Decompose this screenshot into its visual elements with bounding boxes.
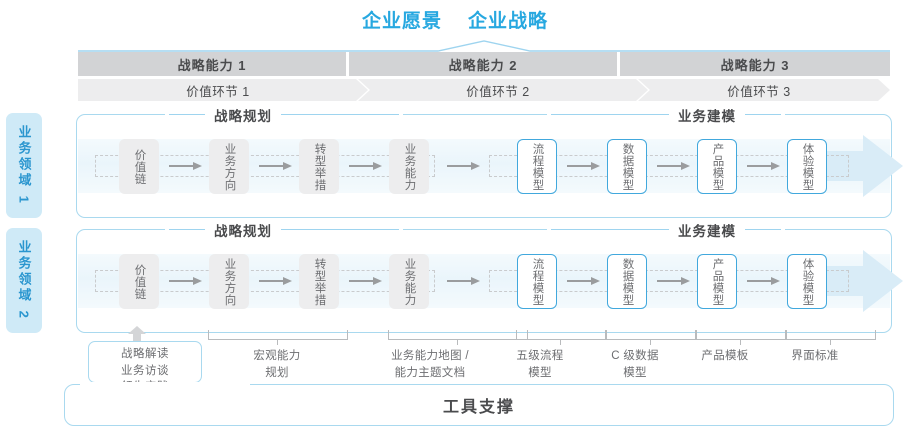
lane-1-section-modeling-label: 业务建模 [678, 108, 736, 124]
domain-label-1: 业务领域 1 [6, 113, 42, 218]
tool-feed-up-arrow-icon [128, 326, 146, 342]
lane-1-arrow-4-icon [567, 162, 601, 170]
tool-label-macro-capability: 宏观能力规划 [253, 350, 301, 379]
lane-2-arrow-3-icon [349, 277, 383, 285]
brace-process-model [516, 330, 606, 345]
lane-2-step-product-model[interactable]: 产品模型 [697, 254, 737, 309]
lane-2-step-value-chain-label: 价值链 [133, 263, 146, 300]
lane-2-step-experience-model-label: 体验模型 [801, 257, 814, 306]
value-chain-2-label: 价值环节 2 [466, 84, 530, 99]
capability-bars: 战略能力 1 战略能力 2 战略能力 3 [78, 52, 890, 76]
brace-macro-capability [208, 330, 348, 345]
tool-label-strategy-interpretation[interactable]: 战略解读业务访谈领先实践 [88, 341, 202, 393]
lane-1-track-modeling [489, 155, 849, 177]
tool-support-label: 工具支撑 [442, 399, 515, 416]
lane-domain-2: 价值链 业务方向 转型举措 业务能力 流程模型 数据模型 产品模型 体验模型 战… [76, 221, 903, 333]
lane-1-section-planning-label: 战略规划 [214, 108, 272, 124]
lane-1-step-business-capability[interactable]: 业务能力 [389, 139, 429, 194]
lane-2-step-value-chain[interactable]: 价值链 [119, 254, 159, 309]
lane-1-section-planning: 战略规划 [165, 106, 403, 124]
lane-1-track-planning [95, 155, 435, 177]
brace-capability-map [388, 330, 528, 345]
header-connector [78, 40, 890, 52]
lane-1-step-business-capability-label: 业务能力 [403, 142, 416, 191]
brace-product-template [696, 330, 786, 345]
value-chain-1: 价值环节 1 [78, 79, 368, 101]
lane-2-step-transformation[interactable]: 转型举措 [299, 254, 339, 309]
brace-connectors [76, 330, 892, 348]
lane-1-flow-arrow-icon [825, 135, 905, 197]
header-title-strategy: 企业战略 [468, 10, 549, 32]
lane-2-arrow-2-icon [259, 277, 293, 285]
lane-2-arrow-5-icon [657, 277, 691, 285]
tool-label-product-template: 产品模板 [701, 350, 749, 362]
lane-2-step-transformation-label: 转型举措 [313, 257, 326, 306]
lane-2-arrow-4-icon [567, 277, 601, 285]
lane-2-section-modeling: 业务建模 [547, 221, 785, 239]
lane-2-step-business-direction-label: 业务方向 [223, 257, 236, 306]
lane-1-step-business-direction-label: 业务方向 [223, 142, 236, 191]
brace-ui-standard [786, 330, 876, 345]
tool-support-mask [80, 382, 250, 390]
lane-1-step-transformation[interactable]: 转型举措 [299, 139, 339, 194]
lane-2-arrow-1-icon [169, 277, 203, 285]
lane-1-step-experience-model[interactable]: 体验模型 [787, 139, 827, 194]
lane-1-arrow-5-icon [657, 162, 691, 170]
brace-data-model [606, 330, 696, 345]
domain-label-1-text: 业务领域 1 [16, 125, 32, 206]
lane-2-section-planning: 战略规划 [165, 221, 403, 239]
lane-2-step-process-model[interactable]: 流程模型 [517, 254, 557, 309]
lane-2-track-planning [95, 270, 435, 292]
lane-1-step-business-direction[interactable]: 业务方向 [209, 139, 249, 194]
capability-bar-1: 战略能力 1 [78, 52, 346, 76]
lane-1-step-data-model-label: 数据模型 [621, 142, 634, 191]
lane-2-arrow-6-icon [747, 277, 781, 285]
header-titles: 企业愿景 企业战略 [0, 4, 910, 34]
lane-1-arrow-1-icon [169, 162, 203, 170]
header-title-vision: 企业愿景 [361, 10, 442, 32]
lane-2-step-data-model[interactable]: 数据模型 [607, 254, 647, 309]
value-chain-3-label: 价值环节 3 [727, 84, 791, 99]
lane-1-section-modeling: 业务建模 [547, 106, 785, 124]
capability-bar-2: 战略能力 2 [349, 52, 617, 76]
tool-label-process-model: 五级流程模型 [516, 350, 564, 379]
capability-bar-3: 战略能力 3 [620, 52, 890, 76]
lane-2-section-modeling-label: 业务建模 [678, 223, 736, 239]
lane-2-step-business-capability-label: 业务能力 [403, 257, 416, 306]
tool-label-data-model: C 级数据模型 [611, 350, 659, 379]
lane-2-track-modeling [489, 270, 849, 292]
tool-label-ui-standard: 界面标准 [791, 350, 839, 362]
lane-2-step-business-capability[interactable]: 业务能力 [389, 254, 429, 309]
lane-1-step-product-model[interactable]: 产品模型 [697, 139, 737, 194]
lane-1-step-product-model-label: 产品模型 [711, 142, 724, 191]
lane-1-step-process-model[interactable]: 流程模型 [517, 139, 557, 194]
lane-2-step-process-model-label: 流程模型 [531, 257, 544, 306]
lane-2-step-experience-model[interactable]: 体验模型 [787, 254, 827, 309]
lane-1-step-process-model-label: 流程模型 [531, 142, 544, 191]
lane-1-arrow-bridge-icon [447, 162, 481, 170]
value-chain-bars: 价值环节 1 价值环节 2 价值环节 3 [78, 79, 890, 101]
lane-1-step-value-chain-label: 价值链 [133, 148, 146, 185]
lane-1-arrow-2-icon [259, 162, 293, 170]
lane-1-step-transformation-label: 转型举措 [313, 142, 326, 191]
lane-2-step-business-direction[interactable]: 业务方向 [209, 254, 249, 309]
value-chain-3: 价值环节 3 [638, 79, 890, 101]
value-chain-2: 价值环节 2 [358, 79, 648, 101]
tool-label-capability-map: 业务能力地图 /能力主题文档 [391, 350, 469, 379]
domain-label-2: 业务领域 2 [6, 228, 42, 333]
lane-1-step-experience-model-label: 体验模型 [801, 142, 814, 191]
tool-support-container: 工具支撑 [64, 384, 894, 426]
lane-1-arrow-6-icon [747, 162, 781, 170]
lane-1-step-value-chain[interactable]: 价值链 [119, 139, 159, 194]
lane-2-step-product-model-label: 产品模型 [711, 257, 724, 306]
lane-2-step-data-model-label: 数据模型 [621, 257, 634, 306]
value-chain-1-label: 价值环节 1 [186, 84, 250, 99]
lane-1-step-data-model[interactable]: 数据模型 [607, 139, 647, 194]
lane-2-section-planning-label: 战略规划 [214, 223, 272, 239]
domain-label-2-text: 业务领域 2 [16, 240, 32, 321]
lane-1-arrow-3-icon [349, 162, 383, 170]
lane-2-arrow-bridge-icon [447, 277, 481, 285]
lane-domain-1: 价值链 业务方向 转型举措 业务能力 流程模型 数据模型 产品模型 体验模型 战… [76, 106, 903, 218]
